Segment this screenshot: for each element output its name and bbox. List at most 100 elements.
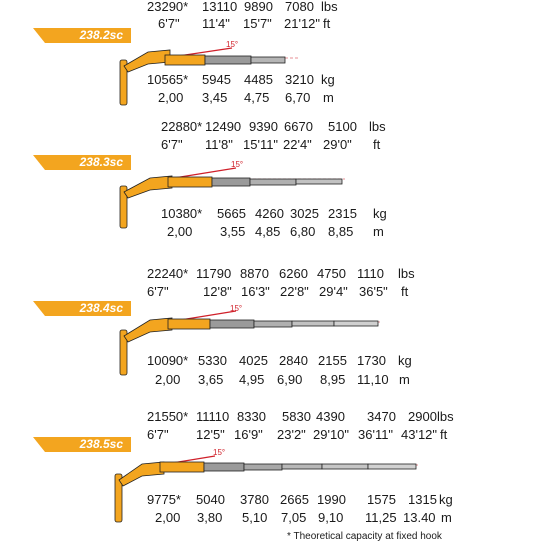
ft-value: 22'8" bbox=[280, 284, 309, 299]
unit-m: m bbox=[399, 372, 410, 387]
m-value: 2,00 bbox=[155, 372, 181, 387]
ft-value: 11'4" bbox=[202, 16, 230, 31]
lbs-value: 5830 bbox=[282, 409, 311, 424]
ft-value: 15'11" bbox=[243, 137, 279, 152]
kg-value: 4025 bbox=[239, 353, 268, 368]
ft-value: 16'9" bbox=[234, 427, 263, 442]
kg-value: 2155 bbox=[318, 353, 347, 368]
lbs-value: 21550* bbox=[147, 409, 189, 424]
m-value: 3,80 bbox=[197, 510, 223, 525]
ft-value: 36'11" bbox=[358, 427, 394, 442]
m-value: 3,65 bbox=[198, 372, 224, 387]
kg-value: 1575 bbox=[367, 492, 396, 507]
m-value: 3,55 bbox=[220, 224, 246, 239]
lbs-value: 13110 bbox=[202, 0, 238, 14]
kg-value: 2665 bbox=[280, 492, 309, 507]
ft-value: 12'5" bbox=[196, 427, 225, 442]
lbs-value: 5100 bbox=[328, 119, 357, 134]
lbs-value: 6260 bbox=[279, 266, 308, 281]
m-value: 6,70 bbox=[285, 90, 311, 105]
ft-value: 43'12" bbox=[401, 427, 438, 442]
m-value: 6,80 bbox=[290, 224, 316, 239]
ft-value: 16'3" bbox=[241, 284, 270, 299]
lbs-value: 3470 bbox=[367, 409, 396, 424]
m-value: 4,75 bbox=[244, 90, 270, 105]
m-value: 11,10 bbox=[357, 372, 389, 387]
m-value: 13.40 bbox=[403, 510, 436, 525]
kg-value: 5665 bbox=[217, 206, 246, 221]
unit-kg: kg bbox=[373, 206, 387, 221]
ft-value: 29'10" bbox=[313, 427, 350, 442]
ft-value: 6'7" bbox=[161, 137, 183, 152]
ft-value: 29'4" bbox=[319, 284, 348, 299]
lbs-value: 1110 bbox=[357, 266, 384, 281]
model-tag: 238.2sc bbox=[33, 28, 131, 43]
angle-label: 15° bbox=[213, 448, 226, 457]
ft-value: 23'2" bbox=[277, 427, 306, 442]
angle-label: 15° bbox=[231, 160, 244, 169]
lbs-value: 2900 bbox=[408, 409, 437, 424]
m-value: 4,95 bbox=[239, 372, 265, 387]
m-value: 3,45 bbox=[202, 90, 228, 105]
unit-m: m bbox=[373, 224, 384, 239]
m-value: 9,10 bbox=[318, 510, 344, 525]
lbs-value: 9890 bbox=[244, 0, 273, 14]
unit-ft: ft bbox=[373, 137, 381, 152]
kg-value: 2315 bbox=[328, 206, 357, 221]
kg-value: 3780 bbox=[240, 492, 269, 507]
ft-value: 29'0" bbox=[323, 137, 352, 152]
model-tag: 238.4sc bbox=[33, 301, 131, 316]
kg-value: 1990 bbox=[317, 492, 346, 507]
footnote: * Theoretical capacity at fixed hook bbox=[287, 531, 442, 542]
ft-value: 36'5" bbox=[359, 284, 388, 299]
ft-value: 6'7" bbox=[147, 427, 169, 442]
unit-lbs: lbs bbox=[398, 266, 415, 281]
kg-value: 10090* bbox=[147, 353, 189, 368]
ft-value: 21'12" bbox=[284, 16, 321, 31]
kg-value: 3025 bbox=[290, 206, 319, 221]
m-value: 4,85 bbox=[255, 224, 281, 239]
angle-label: 15° bbox=[230, 304, 243, 313]
lbs-value: 6670 bbox=[284, 119, 313, 134]
lbs-value: 9390 bbox=[249, 119, 278, 134]
unit-ft: ft bbox=[401, 284, 409, 299]
ft-value: 15'7" bbox=[243, 16, 272, 31]
kg-value: 10565* bbox=[147, 72, 189, 87]
m-value: 5,10 bbox=[242, 510, 268, 525]
model-tag: 238.5sc bbox=[33, 437, 131, 452]
unit-kg: kg bbox=[398, 353, 412, 368]
angle-label: 15° bbox=[226, 40, 239, 49]
m-value: 2,00 bbox=[155, 510, 181, 525]
kg-value: 4485 bbox=[244, 72, 273, 87]
m-value: 7,05 bbox=[281, 510, 307, 525]
ft-value: 6'7" bbox=[158, 16, 180, 31]
kg-value: 10380* bbox=[161, 206, 203, 221]
ft-value: 6'7" bbox=[147, 284, 169, 299]
kg-value: 5040 bbox=[196, 492, 225, 507]
m-value: 2,00 bbox=[167, 224, 193, 239]
kg-value: 1315 bbox=[408, 492, 437, 507]
unit-kg: kg bbox=[439, 492, 453, 507]
unit-lbs: lbs bbox=[321, 0, 338, 14]
lbs-value: 11790 bbox=[196, 266, 232, 281]
kg-value: 2840 bbox=[279, 353, 308, 368]
ft-value: 11'8" bbox=[205, 137, 233, 152]
ft-value: 12'8" bbox=[203, 284, 232, 299]
lbs-value: 4390 bbox=[316, 409, 345, 424]
lbs-value: 12490 bbox=[205, 119, 242, 134]
kg-value: 1730 bbox=[357, 353, 386, 368]
m-value: 6,90 bbox=[277, 372, 303, 387]
kg-value: 4260 bbox=[255, 206, 284, 221]
kg-value: 5945 bbox=[202, 72, 231, 87]
kg-value: 3210 bbox=[285, 72, 314, 87]
unit-kg: kg bbox=[321, 72, 335, 87]
m-value: 11,25 bbox=[365, 510, 397, 525]
lbs-value: 23290* bbox=[147, 0, 189, 14]
unit-m: m bbox=[323, 90, 334, 105]
lbs-value: 7080 bbox=[285, 0, 314, 14]
m-value: 8,95 bbox=[320, 372, 346, 387]
